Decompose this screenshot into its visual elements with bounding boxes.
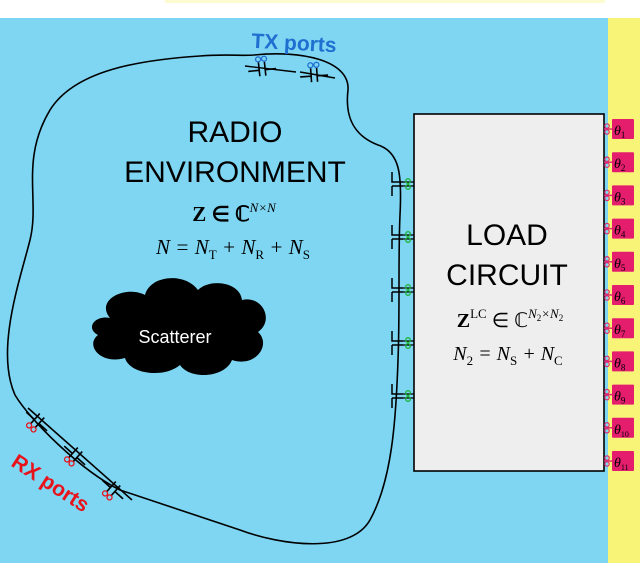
theta-label-11: θ11: [614, 456, 629, 472]
tx-port-antenna-2: [298, 61, 330, 84]
theta-label-10: θ10: [614, 423, 629, 439]
tx-port-antenna-1: [246, 55, 278, 79]
theta-load-2: θ2: [604, 152, 634, 173]
theta-load-11: θ11: [604, 451, 634, 472]
scatterer-cloud: [91, 278, 266, 376]
theta-load-9: θ9: [604, 384, 634, 406]
theta-load-10: θ10: [604, 417, 634, 439]
environment-title-line1: RADIO: [187, 116, 282, 149]
connection-port-2: [391, 225, 414, 249]
connection-port-3: [391, 278, 414, 302]
theta-load-8: θ8: [604, 351, 634, 372]
theta-label-2: θ2: [614, 157, 625, 173]
rx-port-antenna-2: [59, 439, 92, 471]
theta-load-5: θ5: [604, 251, 634, 273]
rx-port-antenna-3: [97, 473, 130, 505]
rx-port-antenna-1: [21, 405, 54, 437]
environment-equation: N = NT + NR + NS: [155, 235, 310, 262]
connection-port-1: [391, 172, 414, 196]
load-title-line1: LOAD: [466, 219, 548, 252]
environment-matrix: Z ∈ ℂN×N: [192, 200, 277, 226]
theta-load-4: θ4: [604, 218, 634, 240]
theta-label-5: θ5: [614, 257, 626, 273]
theta-label-4: θ4: [614, 224, 626, 240]
radio-environment-boundary: [6, 52, 402, 545]
theta-label-1: θ1: [614, 124, 625, 140]
connection-port-5: [391, 384, 414, 408]
theta-load-7: θ7: [604, 318, 634, 339]
connection-port-4: [391, 331, 414, 355]
theta-label-9: θ9: [614, 390, 626, 406]
load-title-line2: CIRCUIT: [446, 259, 568, 292]
load-equation: N2 = NS + NC: [452, 343, 562, 368]
theta-label-7: θ7: [614, 323, 626, 339]
theta-load-3: θ3: [604, 185, 634, 206]
theta-load-6: θ6: [604, 285, 634, 306]
load-matrix: ZLC ∈ ℂN2×N2: [457, 306, 563, 332]
theta-label-6: θ6: [614, 290, 626, 306]
load-circuit-box: [413, 113, 605, 472]
environment-title-line2: ENVIRONMENT: [124, 156, 346, 189]
theta-label-8: θ8: [614, 356, 626, 372]
tx-ports-label: TX ports: [251, 30, 337, 57]
connection-ports: [391, 172, 414, 408]
tunable-loads: θ1 θ2 θ3 θ4 θ5 θ6 θ7 θ8 θ9 θ10 θ11: [604, 119, 634, 472]
theta-label-3: θ3: [614, 190, 626, 206]
theta-load-1: θ1: [604, 119, 634, 140]
scatterer-label: Scatterer: [138, 327, 211, 347]
top-strip: [165, 0, 605, 3]
